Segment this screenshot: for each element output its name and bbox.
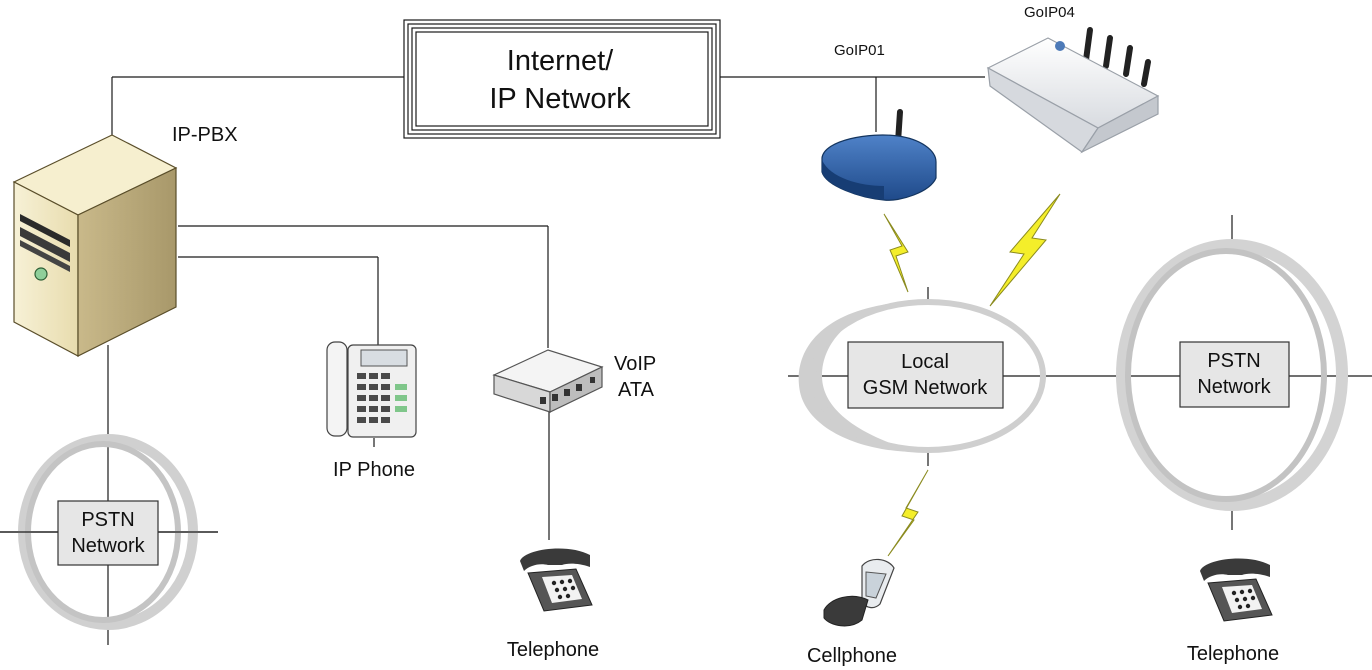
telephone-pstn-label: Telephone <box>1187 643 1279 665</box>
internet-label-line1: Internet/ <box>507 45 614 77</box>
connection-lines <box>0 76 1372 645</box>
gsm-label-line2: GSM Network <box>863 377 988 399</box>
goip01-label: GoIP01 <box>834 42 885 59</box>
goip01-device-icon <box>821 109 937 201</box>
pstn-right-label-line2: Network <box>1197 376 1271 398</box>
telephone-icon <box>1200 558 1273 622</box>
voip-ata-icon <box>492 349 604 413</box>
ip-phone-label: IP Phone <box>333 459 415 481</box>
telephone-icon <box>520 548 593 612</box>
goip04-device-icon <box>986 27 1160 154</box>
lightning-icon <box>883 213 909 293</box>
pstn-left-label-line2: Network <box>71 535 145 557</box>
pstn-right-label-line1: PSTN <box>1207 350 1260 372</box>
gsm-network: Local GSM Network <box>798 299 1046 453</box>
cellphone-icon <box>823 558 895 627</box>
internet-label-line2: IP Network <box>489 83 631 115</box>
ip-pbx-server-icon <box>12 134 178 357</box>
pstn-left-label-line1: PSTN <box>81 509 134 531</box>
voip-ata-label-line1: VoIP <box>614 353 656 375</box>
ip-pbx-label: IP-PBX <box>172 124 238 146</box>
pstn-right-network: PSTN Network <box>1116 239 1348 511</box>
lightning-icon <box>989 193 1061 307</box>
wireless-links <box>883 193 1061 557</box>
pstn-left-network: PSTN Network <box>0 434 218 630</box>
voip-ata-label-line2: ATA <box>618 379 655 401</box>
internet-box: Internet/ IP Network <box>403 19 721 139</box>
lightning-icon <box>887 469 929 557</box>
goip04-label: GoIP04 <box>1024 4 1075 21</box>
gsm-label-line1: Local <box>901 351 949 373</box>
cellphone-label: Cellphone <box>807 645 897 667</box>
telephone-ata-label: Telephone <box>507 639 599 661</box>
ip-phone-icon <box>326 341 417 438</box>
